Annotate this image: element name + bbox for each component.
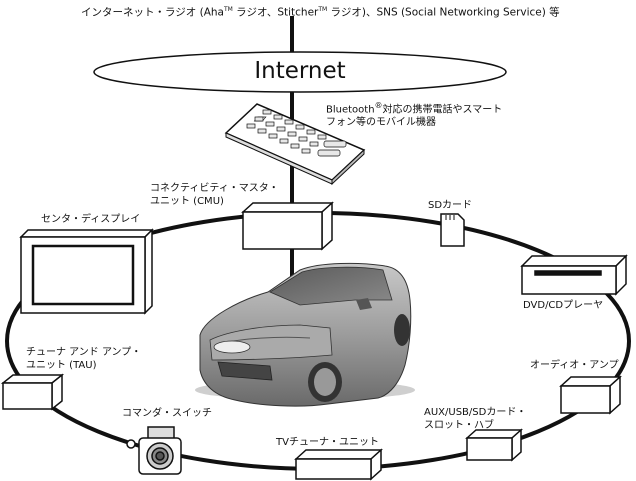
bluetooth-line1-rest: 対応の携帯電話やスマート — [382, 104, 503, 116]
sd-card-label: SDカード — [428, 200, 473, 211]
mobile-device-icon — [224, 103, 366, 186]
tau-line2: ユニット (TAU) — [26, 360, 97, 371]
commander-switch-icon — [126, 426, 182, 475]
audio-amp-box — [559, 375, 622, 415]
bluetooth-line2: フォン等のモバイル機器 — [326, 117, 436, 129]
sd-card-icon — [440, 213, 465, 247]
aux-hub-box — [465, 428, 523, 462]
cmu-box — [241, 201, 334, 251]
bluetooth-word: Bluetooth — [326, 104, 375, 116]
cmu-line2: ユニット (CMU) — [150, 196, 224, 207]
dvd-player-icon — [520, 254, 628, 296]
header-caption: インターネット・ラジオ (AhaTM ラジオ、StitcherTM ラジオ)、S… — [81, 3, 560, 20]
cmu-label: コネクティビティ・マスタ・ ユニット (CMU) — [150, 182, 279, 208]
dvd-player-label: DVD/CDプレーヤ — [523, 300, 604, 311]
internet-label: Internet — [254, 58, 346, 84]
bluetooth-caption: Bluetooth®対応の携帯電話やスマート フォン等のモバイル機器 — [326, 99, 502, 129]
header-tm-2: TM — [318, 6, 328, 13]
tau-line1: チューナ アンド アンプ・ — [26, 347, 142, 358]
cmu-line1: コネクティビティ・マスタ・ — [150, 183, 279, 194]
tv-tuner-label: TVチューナ・ユニット — [276, 437, 379, 448]
center-display-icon — [19, 228, 154, 315]
header-prefix: インターネット・ラジオ (Aha — [81, 6, 224, 19]
internet-cloud — [93, 51, 507, 93]
center-display-label: センタ・ディスプレイ — [41, 214, 141, 225]
tv-tuner-box — [294, 448, 383, 481]
header-tm-1: TM — [224, 6, 233, 13]
aux-hub-line1: AUX/USB/SDカード・ — [424, 407, 527, 418]
tau-box — [0, 373, 65, 411]
audio-amp-label: オーディオ・アンプ — [530, 360, 619, 371]
aux-hub-label: AUX/USB/SDカード・ スロット・ハブ — [424, 406, 526, 432]
car-illustration — [195, 262, 415, 407]
bluetooth-mark: ® — [374, 101, 383, 110]
header-middle: ラジオ、Stitcher — [232, 6, 319, 19]
tau-label: チューナ アンド アンプ・ ユニット (TAU) — [26, 346, 141, 372]
commander-label: コマンダ・スイッチ — [122, 408, 212, 419]
aux-hub-line2: スロット・ハブ — [424, 420, 494, 431]
header-suffix: ラジオ)、SNS (Social Networking Service) 等 — [327, 6, 560, 19]
